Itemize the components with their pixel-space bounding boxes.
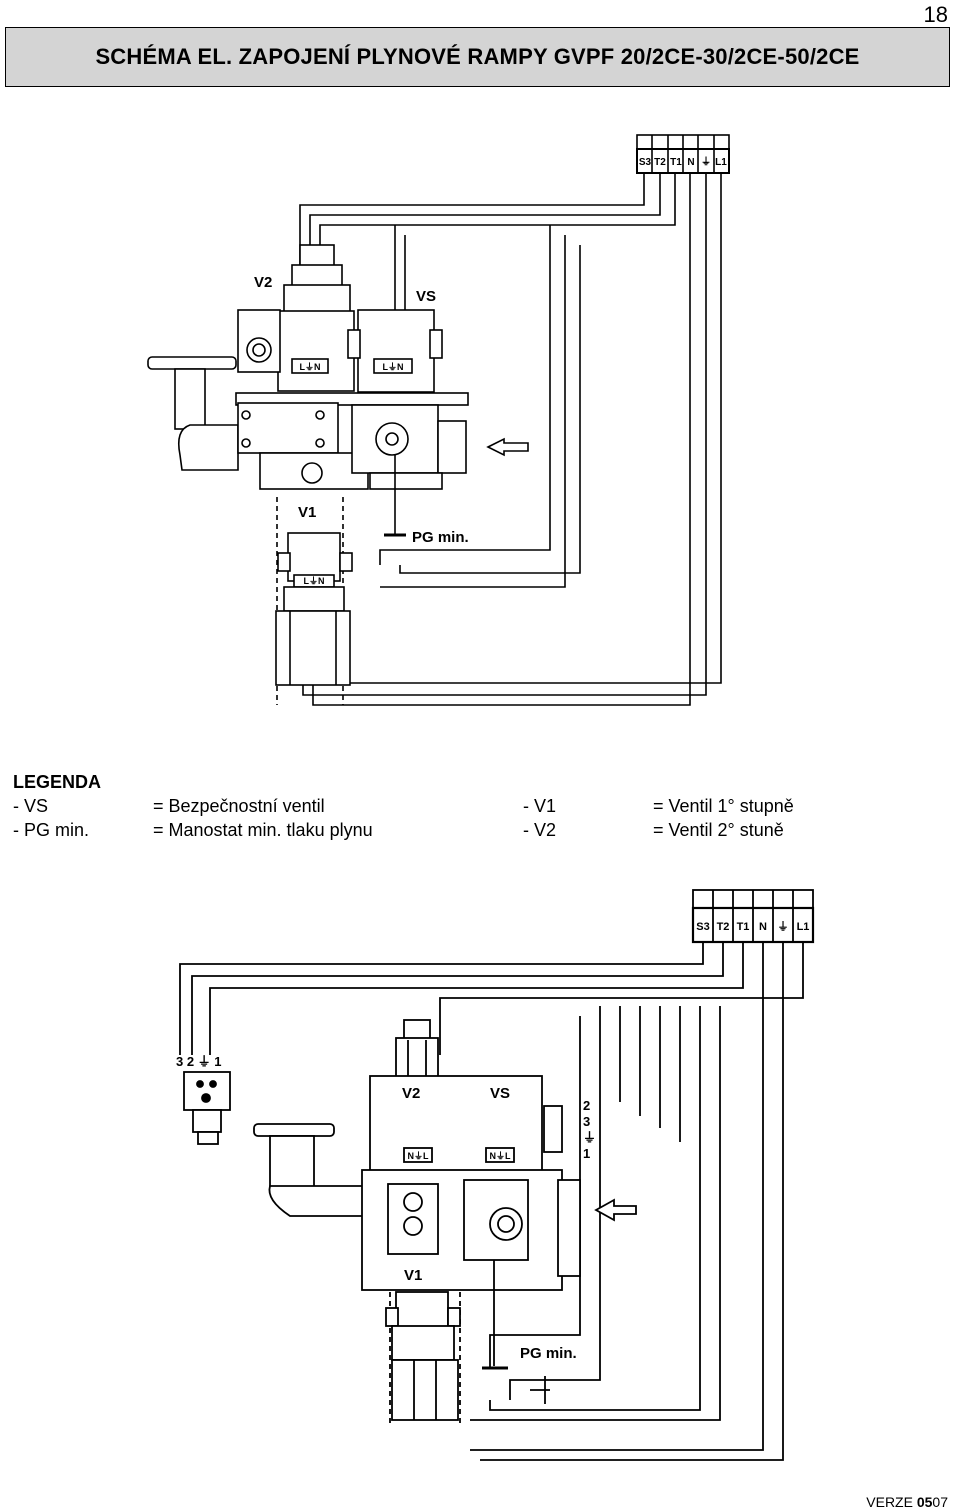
- page-title: SCHÉMA EL. ZAPOJENÍ PLYNOVÉ RAMPY GVPF 2…: [5, 27, 950, 87]
- valve-body-1: [235, 392, 469, 490]
- wiring-diagram-2: S3 T2 T1 N ⏚ L1 N⏚L N⏚L 3 2 ⏚ 1 2 3 ⏚ 1 …: [176, 889, 815, 1461]
- legend-desc: = Ventil 1° stupně: [653, 796, 794, 816]
- coil-terminals: L⏚N: [304, 576, 325, 586]
- inlet-flange-1: [147, 356, 239, 471]
- terminal-label: T1: [737, 921, 750, 933]
- terminal-label: S3: [696, 921, 709, 933]
- label-pg: PG min.: [412, 529, 469, 546]
- valve-vs-1: [347, 309, 443, 393]
- terminal-label: L1: [715, 157, 727, 168]
- version-bold: 05: [916, 1494, 933, 1510]
- terminal-block-2: [691, 889, 815, 944]
- coil-terminals: N⏚L: [490, 1151, 511, 1161]
- label-pg: PG min.: [520, 1345, 577, 1362]
- side-pin: 2: [583, 1098, 590, 1113]
- label-v2: V2: [254, 274, 272, 291]
- legend: LEGENDA - VS = Bezpečnostní ventil - V1 …: [13, 770, 794, 842]
- side-pin: 3: [583, 1114, 590, 1129]
- coil-terminals: L⏚N: [300, 362, 321, 372]
- terminal-block-1: [636, 134, 730, 174]
- legend-code: - VS: [13, 796, 49, 816]
- connector-plug-2: [183, 1071, 231, 1145]
- valve-v1-2: [385, 1291, 461, 1421]
- legend-code: - V1: [523, 796, 557, 816]
- legend-code: - V2: [523, 820, 557, 840]
- wiring-diagram-1: S3 T2 T1 N ⏚ L1 L⏚N L⏚N L⏚N V2 VS V1 PG …: [147, 134, 730, 706]
- valve-v1-1: [275, 532, 353, 686]
- footer-version: VERZE 0507: [866, 1494, 948, 1510]
- label-v2: V2: [402, 1085, 420, 1102]
- version-prefix: VERZE: [866, 1494, 917, 1510]
- inlet-flange-2: [253, 1123, 369, 1217]
- terminal-label: ⏚: [778, 920, 789, 933]
- label-vs: VS: [416, 288, 436, 305]
- legend-desc: = Bezpečnostní ventil: [153, 796, 325, 816]
- legend-desc: = Manostat min. tlaku plynu: [153, 820, 373, 840]
- terminal-label: N: [759, 921, 767, 933]
- label-v1: V1: [298, 504, 316, 521]
- coil-terminals: L⏚N: [383, 362, 404, 372]
- label-vs: VS: [490, 1085, 510, 1102]
- label-v1: V1: [404, 1267, 422, 1284]
- page-number: 18: [923, 2, 948, 27]
- terminal-label: ⏚: [701, 156, 711, 168]
- page-title-text: SCHÉMA EL. ZAPOJENÍ PLYNOVÉ RAMPY GVPF 2…: [95, 44, 860, 69]
- connector-pins: 3 2 ⏚ 1: [176, 1054, 222, 1069]
- legend-row: - VS = Bezpečnostní ventil - V1 = Ventil…: [13, 794, 794, 818]
- terminal-label: T1: [670, 157, 682, 168]
- legend-heading: LEGENDA: [13, 772, 102, 792]
- terminal-label: T2: [654, 157, 666, 168]
- side-pin: 1: [583, 1146, 590, 1161]
- terminal-label: T2: [717, 921, 730, 933]
- valve-body-2: [361, 1169, 581, 1291]
- version-suffix: 07: [932, 1494, 948, 1510]
- valve-v2-1: [237, 244, 355, 392]
- legend-desc: = Ventil 2° stuně: [653, 820, 784, 840]
- legend-code: - PG min.: [13, 820, 90, 840]
- terminal-label: N: [687, 157, 694, 168]
- terminal-label: L1: [797, 921, 810, 933]
- legend-row: - PG min. = Manostat min. tlaku plynu - …: [13, 818, 784, 842]
- side-pin: ⏚: [583, 1130, 596, 1145]
- valve-actuator-2: [369, 1019, 563, 1177]
- terminal-label: S3: [639, 157, 652, 168]
- coil-terminals: N⏚L: [408, 1151, 429, 1161]
